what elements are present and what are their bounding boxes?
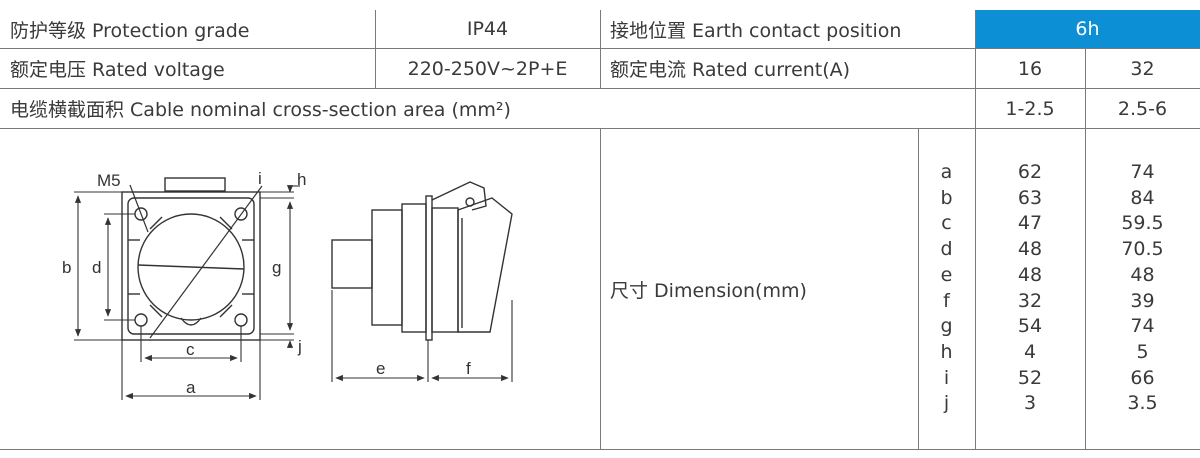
- grid-line: [918, 128, 919, 449]
- dim-value: 74: [1130, 161, 1155, 183]
- dim-value: 48: [1130, 263, 1155, 286]
- earth-contact-label: 接地位置 Earth contact position: [610, 19, 902, 42]
- dim-key: j: [943, 392, 950, 415]
- dimension-keys: a b c d e f g h i j: [918, 160, 975, 417]
- rated-current-16: 16: [1017, 57, 1043, 80]
- front-view: [121, 177, 261, 341]
- dim-value: 47: [1017, 212, 1043, 235]
- rated-voltage-value: 220-250V~2P+E: [407, 57, 568, 80]
- grid-line: [600, 10, 601, 88]
- grid-line: [600, 128, 601, 449]
- dim-value: 3: [1023, 392, 1037, 415]
- dim-value: 74: [1130, 315, 1155, 338]
- dim-key: c: [941, 212, 952, 235]
- cable-area-16: 1-2.5: [1005, 97, 1055, 120]
- grid-line: [1085, 48, 1086, 449]
- dim-value: 84: [1130, 186, 1155, 209]
- label-m5: M5: [97, 171, 121, 190]
- dim-key: i: [943, 366, 950, 389]
- dim-value: 59.5: [1121, 212, 1164, 235]
- dim-value: 32: [1017, 289, 1043, 312]
- dim-value: 66: [1130, 366, 1155, 389]
- grid-line: [0, 88, 1200, 89]
- protection-grade-value: IP44: [466, 18, 509, 40]
- dim-value: 52: [1017, 366, 1043, 389]
- dim-key: d: [940, 238, 953, 261]
- earth-contact-value: 6h: [975, 10, 1200, 48]
- label-f: f: [466, 359, 471, 378]
- label-a: a: [186, 378, 196, 397]
- label-i: i: [258, 169, 262, 188]
- rated-current-32: 32: [1130, 57, 1155, 80]
- dim-key: e: [940, 263, 953, 286]
- cable-area-32: 2.5-6: [1117, 97, 1168, 120]
- technical-drawing: M5 i h b d g j c a e f: [62, 169, 513, 400]
- dim-value: 62: [1017, 161, 1043, 183]
- grid-line: [375, 10, 376, 88]
- label-c: c: [186, 340, 195, 359]
- grid-line: [0, 449, 1200, 450]
- dim-value: 48: [1017, 263, 1043, 286]
- dim-value: 48: [1017, 238, 1043, 261]
- label-d: d: [92, 258, 101, 277]
- dimension-label: 尺寸 Dimension(mm): [610, 279, 807, 302]
- side-view: [331, 181, 513, 341]
- dim-key: b: [940, 186, 953, 209]
- grid-line: [975, 10, 976, 449]
- label-e: e: [376, 359, 385, 378]
- dim-value: 70.5: [1121, 238, 1164, 261]
- dim-key: f: [943, 289, 950, 312]
- dim-value: 54: [1017, 315, 1043, 338]
- dim-key: a: [940, 161, 953, 183]
- label-j: j: [297, 337, 302, 356]
- dimension-values-32: 74 84 59.5 70.5 48 39 74 5 66 3.5: [1085, 160, 1200, 417]
- rated-current-label: 额定电流 Rated current(A): [610, 59, 851, 81]
- dim-value: 3.5: [1127, 392, 1158, 415]
- rated-voltage-label: 额定电压 Rated voltage: [10, 59, 225, 81]
- label-b: b: [62, 258, 71, 277]
- label-h: h: [297, 170, 306, 189]
- dim-key: h: [940, 340, 953, 363]
- dimension-values-16: 62 63 47 48 48 32 54 4 52 3: [975, 160, 1085, 417]
- dim-value: 63: [1017, 186, 1043, 209]
- dim-value: 4: [1023, 340, 1037, 363]
- cable-area-label: 电缆横截面积 Cable nominal cross-section area …: [10, 99, 511, 121]
- protection-grade-label: 防护等级 Protection grade: [10, 19, 250, 42]
- label-g: g: [272, 258, 281, 277]
- dim-value: 5: [1136, 340, 1149, 363]
- dim-key: g: [940, 315, 953, 338]
- dim-value: 39: [1130, 289, 1155, 312]
